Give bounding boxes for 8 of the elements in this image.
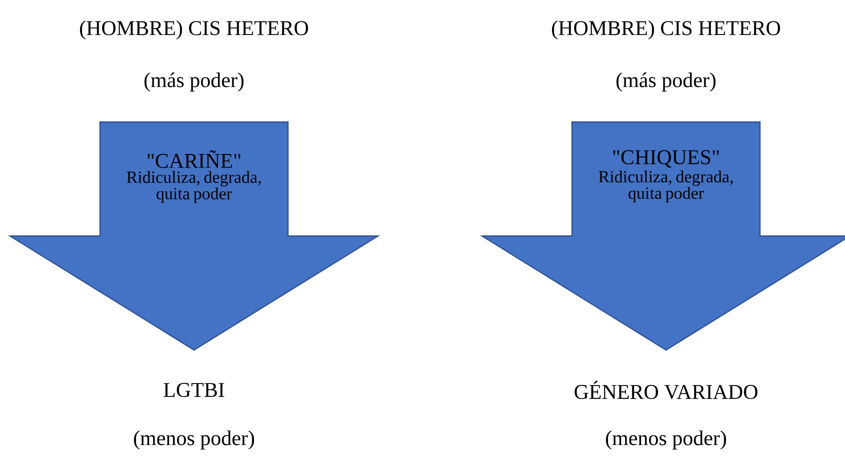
text-label: LGTBI — [164, 382, 224, 398]
text-label: (HOMBRE) CIS HETERO — [552, 20, 780, 40]
text-label: (HOMBRE) CIS HETERO — [80, 20, 308, 40]
text-label: (menos poder) — [606, 430, 726, 450]
text-label: GÉNERO VARIADO — [574, 380, 758, 400]
text-label: (más poder) — [144, 72, 244, 92]
text-label: (más poder) — [616, 72, 716, 92]
text-label: (menos poder) — [134, 430, 254, 450]
